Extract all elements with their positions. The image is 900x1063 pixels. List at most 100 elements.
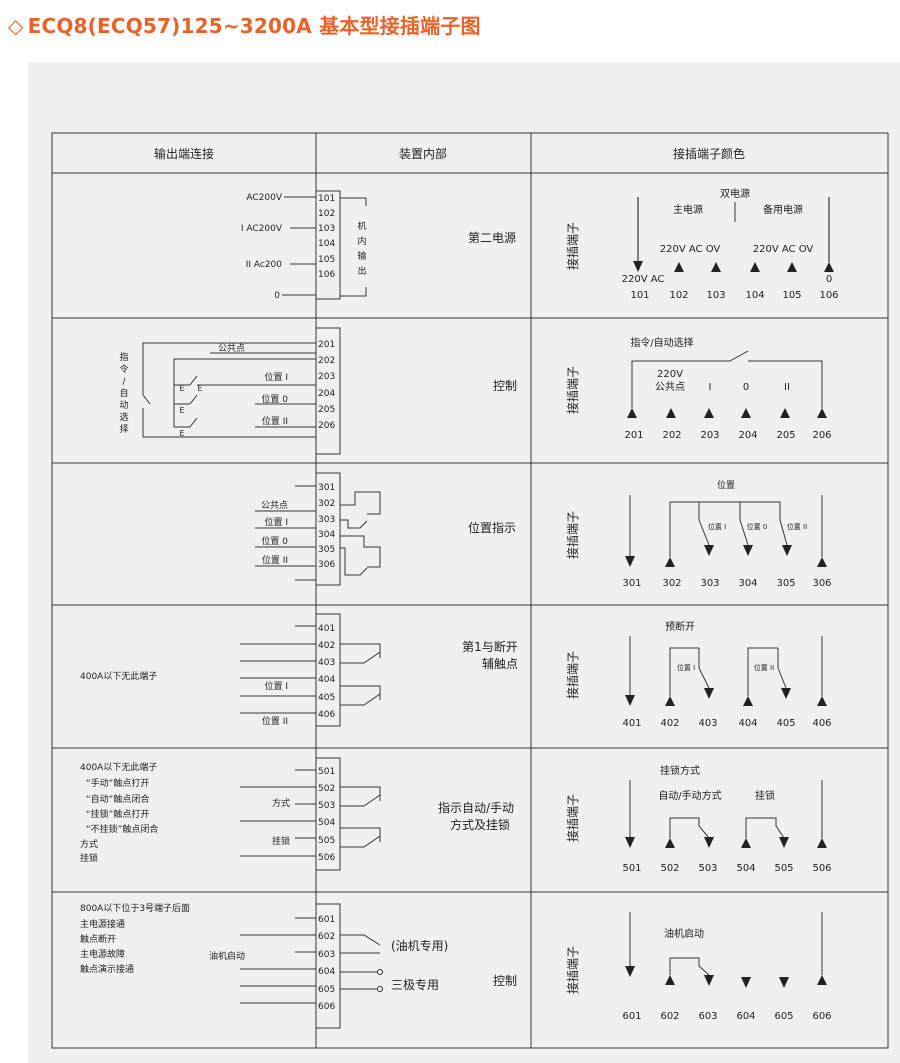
up-arrow-icon (787, 262, 797, 272)
terminal-305: 305 (318, 545, 335, 555)
terminal-block-1 (315, 190, 341, 300)
s2-pos-i: 位置 I (264, 371, 288, 383)
terminal-block-2 (315, 327, 341, 455)
s6-note: 800A以下位于3号端子后面 (80, 902, 190, 914)
s1-zero: 0 (826, 274, 832, 285)
down-arrow-icon (633, 261, 643, 272)
s2-vlabel: 接插端子 (565, 366, 580, 414)
s5-mode: 方式 (272, 797, 290, 809)
s6-num: 603 (698, 1011, 717, 1022)
s3-r-pos-i: 位置 I (708, 522, 726, 531)
s2-common-r: 公共点 (655, 381, 685, 393)
section-5: 400A以下无此端子 “手动”触点打开 “自动”触点闭合 “挂锁”触点打开 “不… (80, 757, 832, 874)
terminal-505: 505 (318, 836, 335, 846)
section-1: AC200V I AC200V II Ac200 0 101 102 103 1… (241, 187, 839, 301)
s1-label-ac200v: AC200V (246, 193, 282, 203)
s4-num: 401 (622, 718, 641, 729)
s2-e-mark: E (179, 429, 184, 438)
up-arrow-icon (665, 557, 675, 567)
s3-pos-i: 位置 I (264, 516, 288, 528)
down-arrow-icon (704, 975, 714, 986)
down-arrow-icon (782, 545, 792, 556)
s5-note: “手动”触点打开 (86, 777, 149, 789)
terminal-404: 404 (318, 675, 335, 685)
s1-num-101: 101 (630, 290, 649, 301)
s3-common: 公共点 (261, 500, 288, 511)
s3-pos-ii: 位置 II (262, 554, 288, 566)
section-2: 指 令 / 自 动 选 择 E E E E 公共点 位置 I 位置 0 位置 I… (119, 327, 832, 455)
terminal-205: 205 (318, 405, 335, 415)
s3-top: 位置 (717, 479, 735, 491)
s1-label-ii-ac200: II Ac200 (246, 260, 283, 270)
s3-r-pos-ii: 位置 II (787, 522, 807, 531)
s6-num: 604 (736, 1011, 755, 1022)
terminal-block-6 (315, 903, 341, 1029)
terminal-506: 506 (318, 853, 335, 863)
s3-num: 306 (812, 578, 831, 589)
s1-v1: 220V AC OV (660, 244, 721, 255)
s3-vlabel: 接插端子 (565, 511, 580, 559)
s3-center-label: 位置指示 (468, 520, 516, 535)
down-arrow-icon (704, 688, 714, 699)
inner-char-3: 输 (357, 250, 366, 262)
up-arrow-icon (741, 408, 751, 418)
s5-num: 503 (698, 863, 717, 874)
up-arrow-icon (665, 696, 675, 706)
down-arrow-icon (625, 695, 635, 706)
terminal-304: 304 (318, 530, 335, 540)
s2-side-char: 动 (119, 400, 128, 411)
terminal-106: 106 (318, 270, 335, 280)
terminal-504: 504 (318, 818, 335, 828)
down-arrow-icon (779, 837, 789, 848)
s2-e-mark: E (179, 384, 184, 393)
terminal-203: 203 (318, 372, 335, 382)
section-6: 800A以下位于3号端子后面 主电源接通 触点断开 主电源故障 触点演示接通 油… (80, 902, 832, 1029)
s2-num: 203 (700, 430, 719, 441)
s2-side-char: 择 (119, 423, 128, 435)
s4-r-pos-i: 位置 I (677, 663, 695, 672)
s2-side-char: 选 (119, 411, 128, 423)
s2-num: 205 (776, 430, 795, 441)
terminal-302: 302 (318, 499, 335, 509)
terminal-402: 402 (318, 641, 335, 651)
up-arrow-icon (817, 975, 827, 985)
down-arrow-icon (781, 688, 791, 699)
s5-top: 挂锁方式 (660, 764, 700, 777)
s6-vlabel: 接插端子 (565, 946, 580, 994)
s3-num: 304 (738, 578, 757, 589)
s1-vlabel: 接插端子 (565, 222, 580, 270)
terminal-block-5 (315, 757, 341, 871)
page-title: ◇ECQ8(ECQ57)125~3200A 基本型接插端子图 (8, 10, 481, 39)
s2-side-char: 指 (119, 351, 128, 363)
s1-label-0: 0 (274, 291, 280, 301)
s1-main-power: 主电源 (673, 203, 703, 216)
s3-num: 302 (662, 578, 681, 589)
terminal-301: 301 (318, 483, 335, 493)
down-arrow-icon (704, 837, 714, 848)
terminal-601: 601 (318, 915, 335, 925)
up-arrow-icon (674, 262, 684, 272)
up-arrow-icon (817, 408, 827, 418)
up-arrow-icon (824, 262, 834, 272)
terminal-502: 502 (318, 784, 335, 794)
s4-r-pos-ii: 位置 II (754, 663, 774, 672)
s2-num: 201 (624, 430, 643, 441)
s6-note: 触点演示接通 (80, 963, 134, 975)
terminal-dot (377, 986, 383, 992)
s4-top: 预断开 (665, 620, 695, 633)
s2-e-mark: E (197, 384, 202, 393)
s4-pos-ii: 位置 II (262, 715, 288, 727)
up-arrow-icon (627, 408, 637, 418)
s2-pos-r-ii: II (784, 382, 790, 393)
terminal-503: 503 (318, 801, 335, 811)
s5-sub1: 自动/手动方式 (658, 789, 721, 802)
s2-pos-0: 位置 0 (261, 393, 288, 405)
down-arrow-icon (625, 966, 635, 977)
s5-vlabel: 接插端子 (565, 794, 580, 842)
s2-pos-r-i: I (709, 382, 712, 393)
terminal-606: 606 (318, 1002, 335, 1012)
s6-genset-only: (油机专用) (391, 938, 448, 953)
terminal-603: 603 (318, 950, 335, 960)
s6-num: 605 (774, 1011, 793, 1022)
terminal-104: 104 (318, 239, 335, 249)
